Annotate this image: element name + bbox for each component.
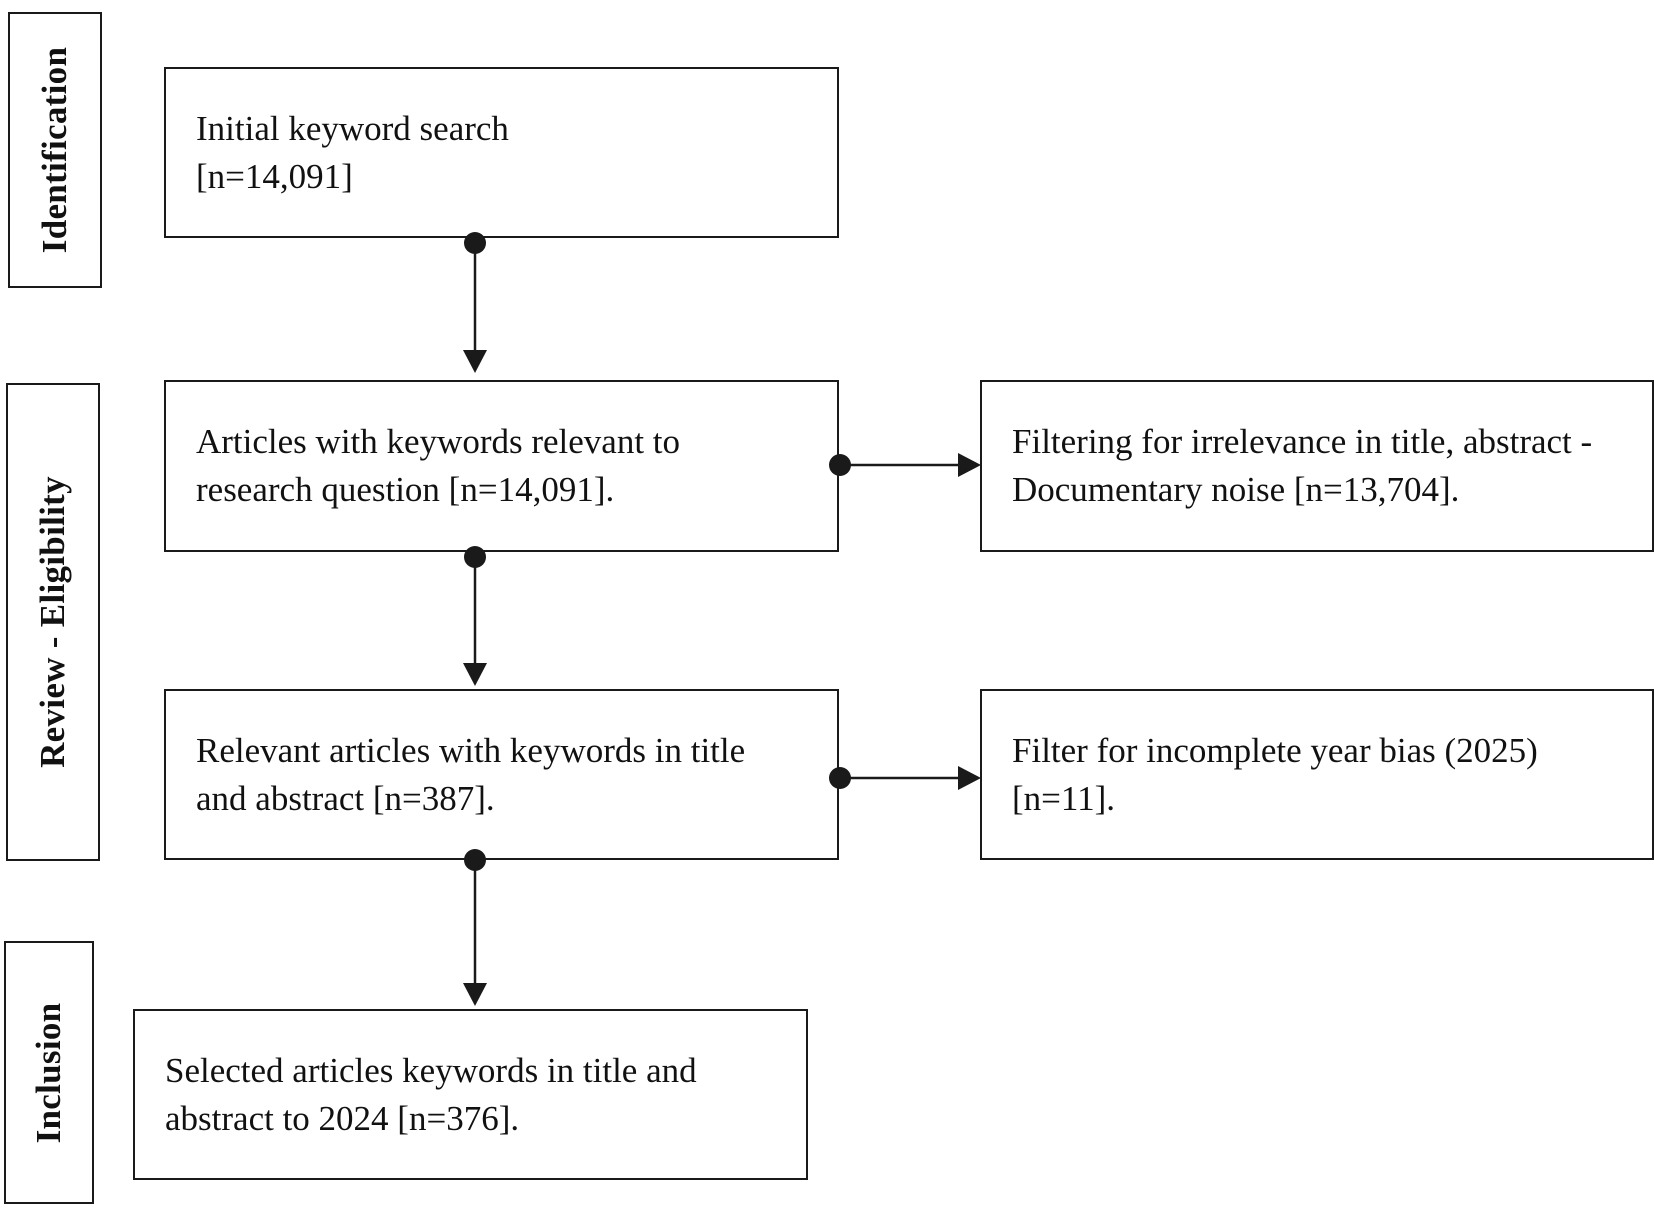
stage-review-eligibility-label: Review - Eligibility xyxy=(33,476,72,768)
box-initial-keyword-search: Initial keyword search [n=14,091] xyxy=(164,67,839,238)
box-relevant-title-abstract-line2: and abstract [n=387]. xyxy=(196,778,495,818)
box-relevant-title-abstract: Relevant articles with keywords in title… xyxy=(164,689,839,860)
connector-review-to-title-abstract xyxy=(463,546,487,686)
box-selected-articles-line2: abstract to 2024 [n=376]. xyxy=(165,1098,520,1138)
box-articles-relevant-keywords: Articles with keywords relevant to resea… xyxy=(164,380,839,552)
connector-identification-to-review xyxy=(463,232,487,373)
connector-to-year-filter xyxy=(829,766,981,790)
stage-identification: Identification xyxy=(8,12,102,288)
box-filter-incomplete-year-line2: [n=11]. xyxy=(1012,778,1116,818)
box-filter-irrelevance-line2: Documentary noise [n=13,704]. xyxy=(1012,470,1460,509)
box-filter-irrelevance: Filtering for irrelevance in title, abst… xyxy=(980,380,1654,552)
box-articles-relevant-keywords-line2: research question [n=14,091]. xyxy=(196,470,615,509)
connector-to-irrelevance-filter xyxy=(829,453,981,477)
box-articles-relevant-keywords-line1: Articles with keywords relevant to xyxy=(196,422,681,461)
stage-inclusion-label: Inclusion xyxy=(29,1002,68,1143)
box-filter-incomplete-year-line1: Filter for incomplete year bias (2025) xyxy=(1012,730,1538,770)
box-filter-incomplete-year: Filter for incomplete year bias (2025) [… xyxy=(980,689,1654,860)
box-initial-keyword-search-line2: [n=14,091] xyxy=(196,156,353,196)
connector-to-inclusion xyxy=(463,849,487,1006)
box-filter-irrelevance-line1: Filtering for irrelevance in title, abst… xyxy=(1012,422,1593,461)
stage-identification-label: Identification xyxy=(35,46,74,254)
box-selected-articles: Selected articles keywords in title and … xyxy=(133,1009,808,1180)
stage-inclusion: Inclusion xyxy=(4,941,94,1204)
box-relevant-title-abstract-line1: Relevant articles with keywords in title xyxy=(196,730,746,770)
box-selected-articles-line1: Selected articles keywords in title and xyxy=(165,1050,697,1090)
box-initial-keyword-search-line1: Initial keyword search xyxy=(196,108,509,148)
stage-review-eligibility: Review - Eligibility xyxy=(6,383,100,861)
